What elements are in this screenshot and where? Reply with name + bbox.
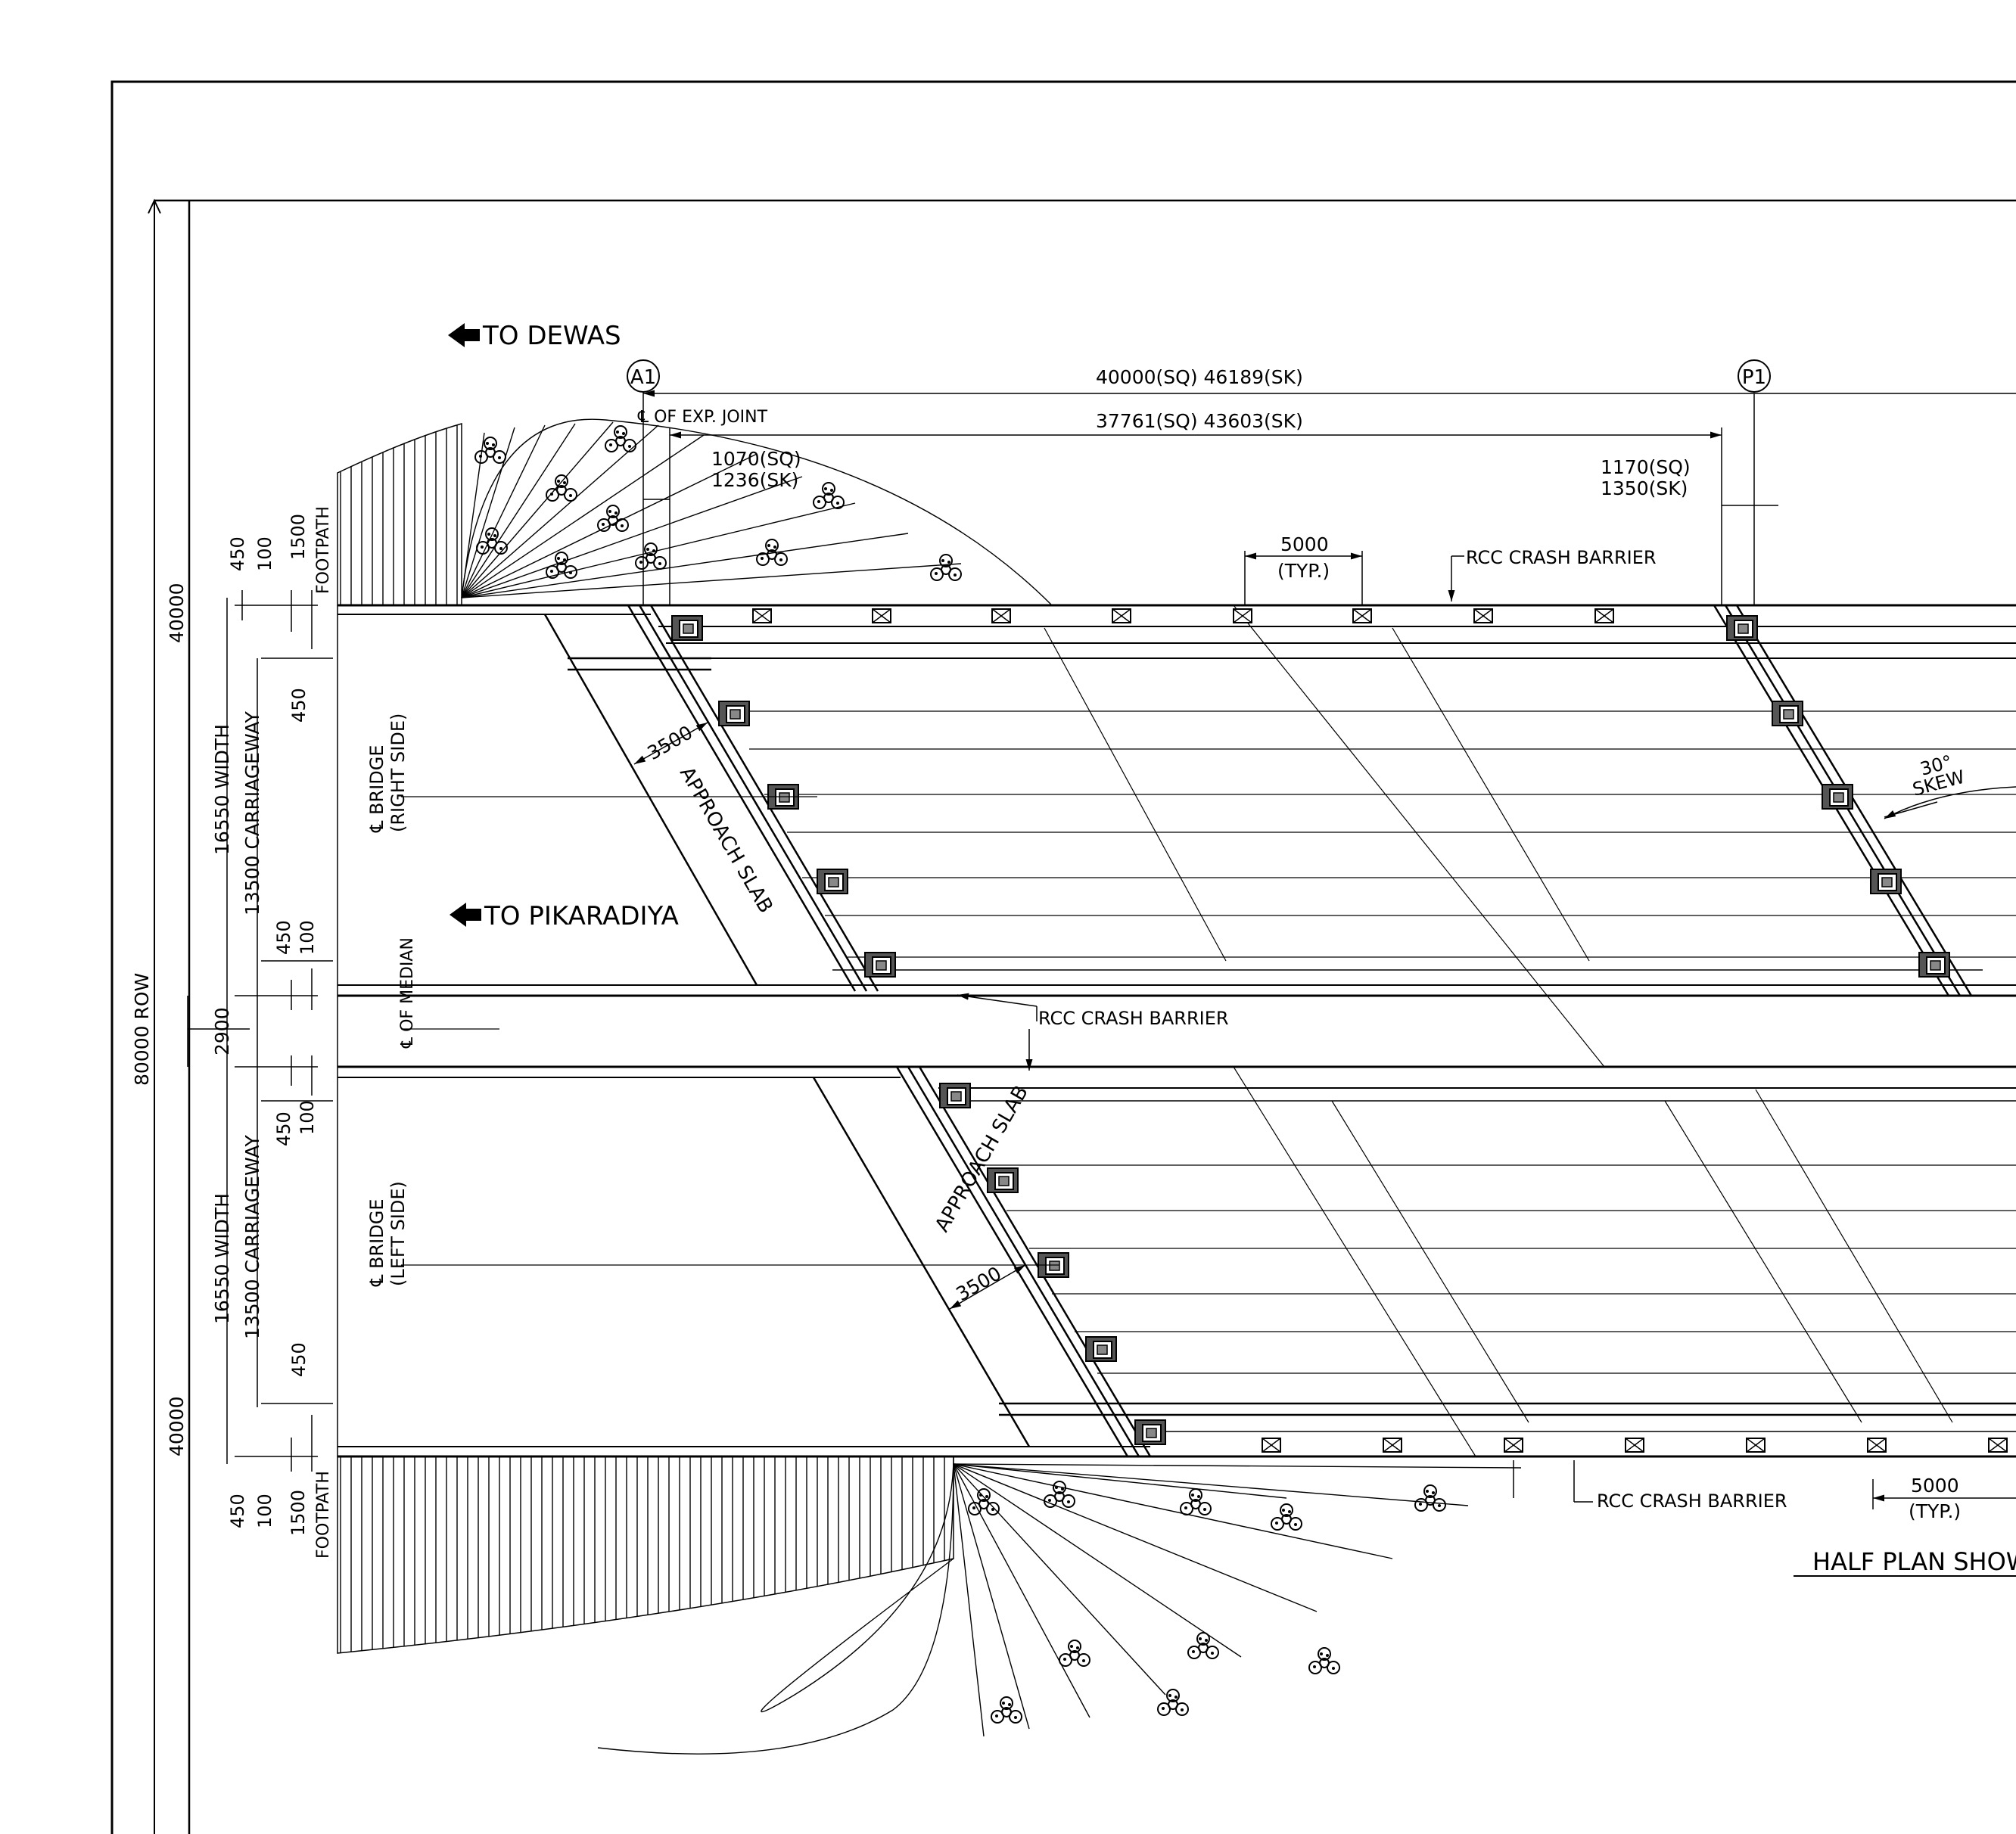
outer-border xyxy=(110,80,2016,1834)
side-dimension-lines xyxy=(187,590,333,1472)
rcc-barrier-bottom: RCC CRASH BARRIER xyxy=(1597,1491,1787,1512)
top-embankment-cone xyxy=(461,418,1053,606)
bridge-left-label: ℄ BRIDGE xyxy=(366,1199,387,1288)
arrow-to-dewas xyxy=(448,323,480,347)
approach-slab-left xyxy=(812,1066,2016,1457)
rcc-barrier-median: RCC CRASH BARRIER xyxy=(1038,1008,1229,1029)
typ-spacing-bottom: 5000 xyxy=(1911,1475,1959,1497)
d450-a: 450 xyxy=(227,536,248,571)
bottom-trees xyxy=(968,1481,1446,1724)
footpath-f: FOOTPATH xyxy=(314,1471,333,1559)
median-label: ℄ OF MEDIAN xyxy=(398,937,417,1049)
top-dimension-lines xyxy=(642,378,2016,1509)
bearings-left-abutment xyxy=(939,1083,1166,1445)
row-dim-label: 80000 ROW xyxy=(131,973,153,1086)
d1500-a: 1500 xyxy=(288,514,309,560)
arrow-to-pikaradiya xyxy=(450,903,481,927)
d450-b: 450 xyxy=(288,688,310,723)
span-clear-dim: 37761(SQ) 43603(SK) xyxy=(1096,410,1303,432)
d450-e: 450 xyxy=(288,1342,310,1377)
footpath-hatch-top xyxy=(337,423,462,606)
carriageway-bottom: 13500 CARRIAGEWAY xyxy=(241,1135,263,1339)
d450-c: 450 xyxy=(273,920,294,955)
p1-bubble xyxy=(1738,359,1771,393)
approach-slab-right-label: APPROACH SLAB xyxy=(675,763,777,918)
bridge-left-side: (LEFT SIDE) xyxy=(387,1181,409,1286)
median-dim: 2900 xyxy=(211,1007,233,1055)
d1500-f: 1500 xyxy=(288,1490,309,1536)
footpath-hatch-bottom xyxy=(337,1456,954,1654)
span-total-dim: 40000(SQ) 46189(SK) xyxy=(1096,366,1303,388)
half-row-bottom: 40000 xyxy=(166,1396,188,1456)
d100-d: 100 xyxy=(297,1100,318,1135)
carriageway-top: 13500 CARRIAGEWAY xyxy=(241,711,263,915)
typ-label-bottom: (TYP.) xyxy=(1909,1500,1961,1522)
d100-f: 100 xyxy=(254,1494,275,1528)
barrier-posts-bottom xyxy=(1262,1438,2008,1453)
exp-joint-label: ℄ OF EXP. JOINT xyxy=(637,408,768,427)
d450-f: 450 xyxy=(227,1494,248,1528)
exp-joint-sq-dim: 1070(SQ) xyxy=(711,448,801,470)
deck-left xyxy=(938,1066,2016,1457)
half-row-top: 40000 xyxy=(166,583,188,643)
rcc-barrier-top: RCC CRASH BARRIER xyxy=(1466,547,1657,568)
bridge-right-label: ℄ BRIDGE xyxy=(366,745,387,834)
width-bottom: 16550 WIDTH xyxy=(211,1193,233,1324)
half-plan-title: HALF PLAN SHOW xyxy=(1812,1547,2016,1576)
approach-slab-right xyxy=(543,604,1135,992)
d450-d: 450 xyxy=(273,1111,294,1146)
bottom-embankment-cone xyxy=(597,1456,1522,1755)
typ-label-top: (TYP.) xyxy=(1277,560,1330,582)
pier-offset-sk-dim: 1350(SK) xyxy=(1601,477,1688,499)
pier-offset-sq-dim: 1170(SQ) xyxy=(1601,456,1691,478)
footpath-a: FOOTPATH xyxy=(314,506,333,594)
to-dewas-label: TO DEWAS xyxy=(482,321,621,351)
approach-road-lines xyxy=(337,604,2016,1458)
p1-label: P1 xyxy=(1742,366,1766,389)
approach-slab-width-right: 3500 xyxy=(644,721,697,764)
d100-c: 100 xyxy=(297,920,318,955)
a1-label: A1 xyxy=(630,366,656,389)
d100-a: 100 xyxy=(254,536,275,571)
to-pikaradiya-label: TO PIKARADIYA xyxy=(484,901,679,931)
approach-slab-dims xyxy=(633,722,1026,1310)
typ-spacing-top: 5000 xyxy=(1280,533,1329,555)
deck-right xyxy=(658,605,2016,1068)
bridge-right-side: (RIGHT SIDE) xyxy=(387,713,409,832)
skew-arc xyxy=(1884,786,2016,819)
a1-bubble xyxy=(627,359,660,393)
width-top: 16550 WIDTH xyxy=(211,724,233,855)
approach-slab-width-left: 3500 xyxy=(953,1262,1006,1305)
exp-joint-sk-dim: 1236(SK) xyxy=(711,469,798,491)
barrier-posts-top xyxy=(752,608,1614,623)
